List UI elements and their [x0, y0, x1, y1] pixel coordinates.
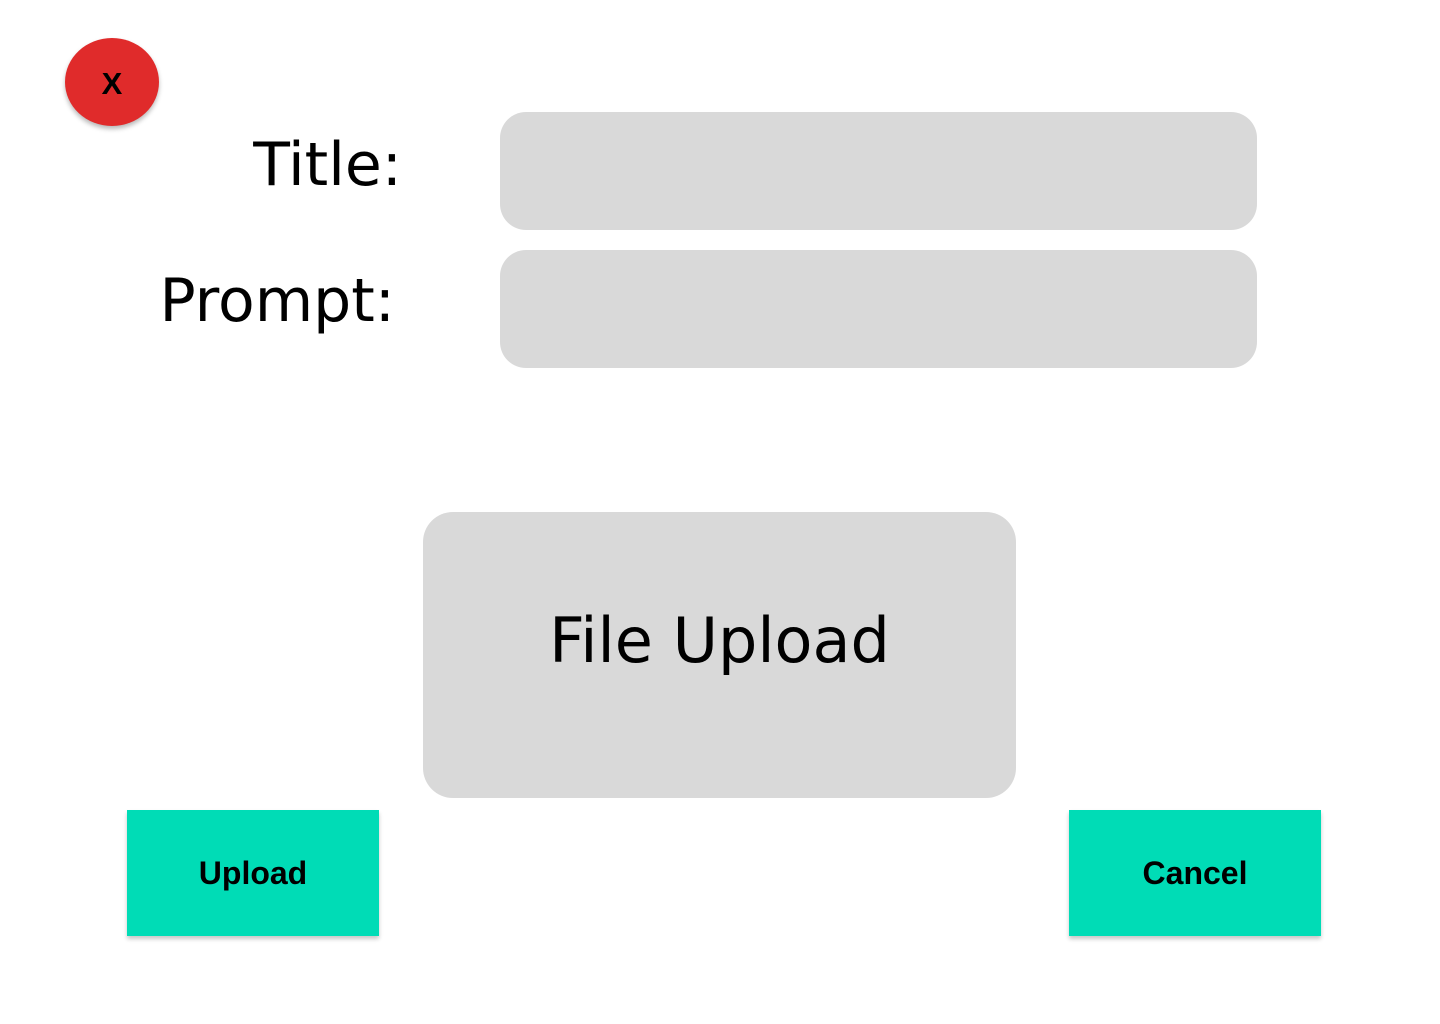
file-upload-dropzone[interactable]: File Upload: [423, 512, 1016, 798]
prompt-input[interactable]: [500, 250, 1257, 368]
upload-button[interactable]: Upload: [127, 810, 379, 936]
upload-button-label: Upload: [198, 854, 308, 891]
close-button[interactable]: X: [65, 38, 159, 126]
cancel-button[interactable]: Cancel: [1069, 810, 1321, 936]
title-input[interactable]: [500, 112, 1257, 230]
close-icon: X: [101, 65, 123, 101]
cancel-button-label: Cancel: [1142, 854, 1248, 891]
prompt-label: Prompt:: [159, 266, 395, 336]
title-label: Title:: [253, 130, 402, 200]
file-upload-label: File Upload: [549, 604, 890, 677]
